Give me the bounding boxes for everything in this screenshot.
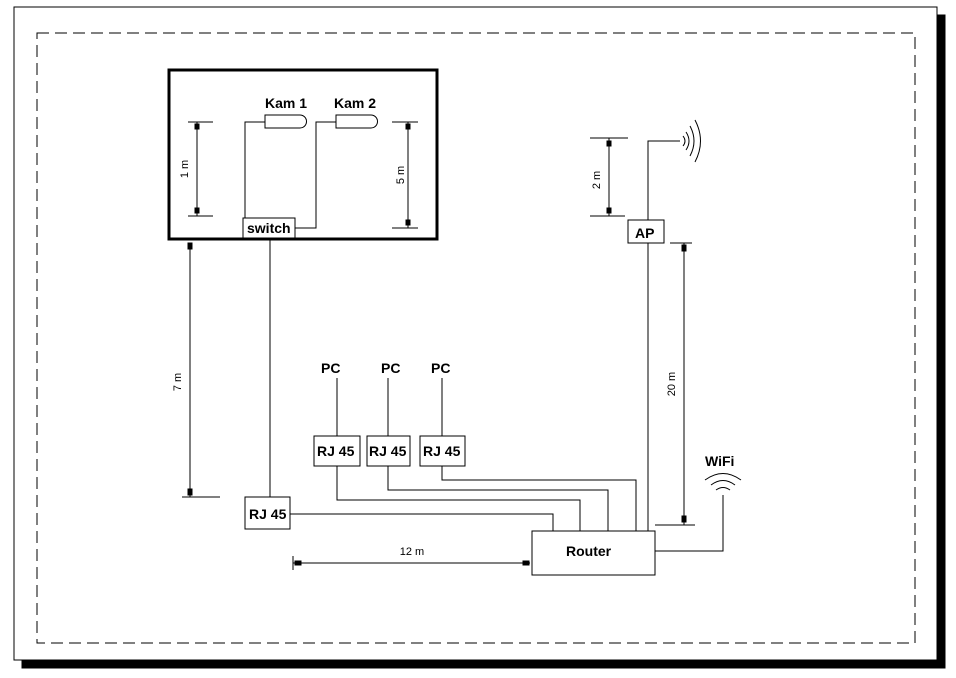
pc-3: PC RJ 45	[419, 360, 637, 531]
switch-box	[242, 217, 296, 239]
svg-text:12 m: 12 m	[400, 546, 424, 558]
svg-text:PC: PC	[381, 360, 400, 376]
svg-text:20 m: 20 m	[666, 372, 678, 396]
wifi-label: WiFi	[705, 453, 734, 469]
ap-box	[627, 219, 665, 244]
camera-1-cable	[244, 121, 265, 218]
antenna-waves-icon	[682, 119, 701, 163]
switch-label: switch	[247, 220, 291, 236]
router-label: Router	[566, 543, 612, 559]
svg-text:RJ 45: RJ 45	[369, 443, 407, 459]
router-box	[531, 530, 656, 576]
ap-antenna	[647, 140, 680, 220]
camera-2-label: Kam 2	[334, 95, 376, 111]
dimension-7m: 7 m	[172, 242, 220, 498]
pc-1: PC RJ 45	[313, 360, 581, 531]
camera-rj45-cable	[290, 513, 554, 531]
camera-2-cable	[295, 121, 336, 229]
dimension-2m: 2 m	[590, 137, 628, 217]
camera-rj45-label: RJ 45	[249, 506, 287, 522]
room-box	[167, 68, 439, 241]
dimension-1m: 1 m	[179, 121, 213, 217]
svg-text:PC: PC	[431, 360, 450, 376]
svg-text:1 m: 1 m	[179, 160, 191, 178]
pc-2: PC RJ 45	[366, 360, 609, 531]
dimension-5m: 5 m	[392, 121, 418, 229]
wifi-antenna-line	[655, 495, 724, 552]
camera-2-icon	[335, 114, 378, 129]
ap-label: AP	[635, 225, 654, 241]
svg-text:2 m: 2 m	[591, 171, 603, 189]
svg-text:RJ 45: RJ 45	[317, 443, 355, 459]
svg-text:RJ 45: RJ 45	[423, 443, 461, 459]
svg-text:7 m: 7 m	[172, 373, 184, 391]
camera-1-label: Kam 1	[265, 95, 307, 111]
camera-rj45-box	[244, 496, 291, 530]
camera-1-icon	[264, 114, 307, 129]
dimension-20m: 20 m	[655, 242, 695, 526]
dashed-border	[36, 32, 916, 644]
frame	[13, 6, 938, 661]
wifi-icon	[704, 473, 742, 491]
svg-text:PC: PC	[321, 360, 340, 376]
dimension-12m: 12 m	[292, 546, 530, 570]
svg-text:5 m: 5 m	[395, 166, 407, 184]
